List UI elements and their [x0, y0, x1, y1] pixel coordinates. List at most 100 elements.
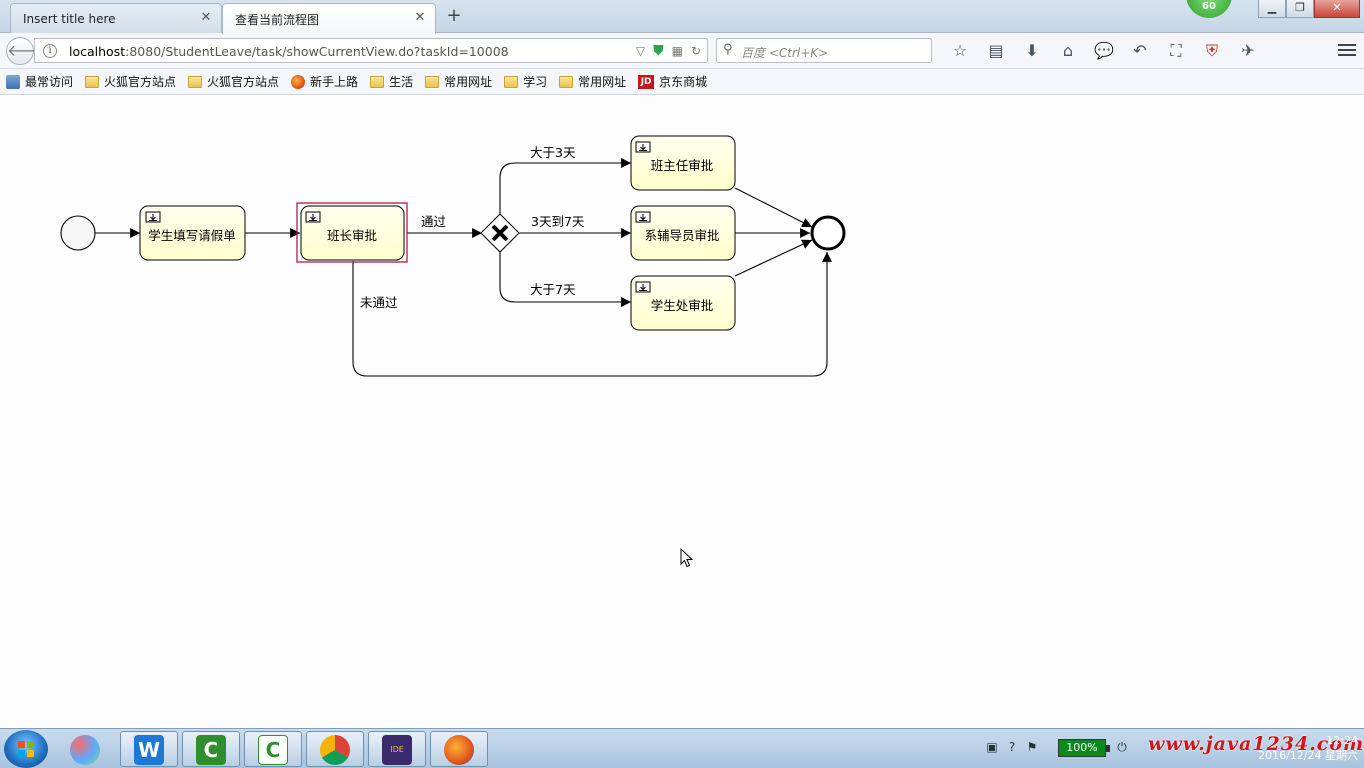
page-content: 学生填写请假单 班长审批 班主任审批 系辅导员审批 学生处审批 通过 未通过: [0, 96, 1364, 728]
process-diagram: 学生填写请假单 班长审批 班主任审批 系辅导员审批 学生处审批 通过 未通过: [60, 135, 846, 377]
windows-logo-icon: [18, 741, 34, 757]
taskbar-app-wps[interactable]: W: [120, 731, 178, 767]
url-text[interactable]: localhost:8080/StudentLeave/task/showCur…: [69, 44, 509, 59]
taskbar: W C C IDE ▣ ? ⚑ 100% ⏻ www.java1234.com …: [0, 728, 1364, 768]
task-label: 班长审批: [327, 228, 377, 243]
download-icon[interactable]: ⬇: [1025, 41, 1039, 60]
tab-strip: Insert title here ✕ 查看当前流程图 ✕ + 60 ▁ ❐ ✕: [0, 0, 1364, 34]
nav-bar: 🡐 i localhost:8080/StudentLeave/task/sho…: [0, 33, 1364, 69]
new-tab-button[interactable]: +: [446, 5, 462, 26]
menu-button[interactable]: [1338, 41, 1356, 59]
task-label: 学生处审批: [651, 298, 714, 313]
mouse-cursor-icon: [680, 548, 694, 568]
app-icon: C: [196, 735, 226, 765]
bookmark-item[interactable]: 常用网址: [559, 73, 626, 90]
screen-icon[interactable]: ▣: [986, 740, 998, 754]
taskbar-app-paint[interactable]: [56, 731, 114, 767]
flow-gt3: [499, 158, 631, 215]
bookmark-item[interactable]: 学习: [504, 73, 547, 90]
task-label: 系辅导员审批: [644, 228, 719, 243]
close-window-button[interactable]: ✕: [1314, 0, 1360, 18]
app-icon: IDE: [382, 735, 412, 765]
shield-icon[interactable]: ⛊: [653, 43, 664, 59]
tab-insert-title[interactable]: Insert title here ✕: [10, 3, 222, 33]
folder-icon: [85, 75, 100, 88]
exclusive-gateway: [480, 213, 520, 253]
tab-title: Insert title here: [23, 11, 116, 26]
window-controls: ▁ ❐ ✕: [1258, 0, 1360, 18]
dropdown-icon[interactable]: ▽: [635, 44, 646, 58]
app-icon: [70, 735, 100, 765]
bookmark-item[interactable]: 生活: [370, 73, 413, 90]
tab-current-diagram[interactable]: 查看当前流程图 ✕: [222, 3, 436, 34]
flow-labels: 通过 未通过 大于3天 3天到7天 大于7天: [360, 145, 585, 310]
task-student-office-approval[interactable]: 学生处审批: [630, 275, 736, 331]
task-icon: [635, 281, 651, 293]
task-counselor-approval[interactable]: 系辅导员审批: [630, 205, 736, 261]
clock[interactable]: 12:24 2016/12/24 星期六: [1258, 733, 1358, 763]
reading-list-icon[interactable]: ▤: [988, 41, 1004, 60]
search-input[interactable]: 百度 <Ctrl+K>: [741, 46, 829, 60]
bookmarks-bar: 最常访问 火狐官方站点 火狐官方站点 新手上路 生活 常用网址 学习 常用网址 …: [0, 69, 1364, 95]
flag-icon[interactable]: ⚑: [1026, 740, 1038, 754]
toolbar: ☆ ▤ ⬇ ⌂ 💬 ↶ ⛶ ⛨ ✈: [942, 40, 1266, 62]
flow-label-not-pass: 未通过: [360, 295, 398, 310]
maximize-button[interactable]: ❐: [1286, 0, 1314, 18]
bookmark-item[interactable]: 火狐官方站点: [85, 73, 176, 90]
undo-icon[interactable]: ↶: [1133, 41, 1147, 60]
battery-indicator[interactable]: 100%: [1058, 739, 1110, 757]
taskbar-app-chrome[interactable]: [306, 731, 364, 767]
minimize-button[interactable]: ▁: [1258, 0, 1286, 18]
ublock-icon[interactable]: ⛨: [1205, 41, 1218, 60]
task-label: 班主任审批: [651, 158, 714, 173]
bookmark-item[interactable]: 最常访问: [6, 73, 73, 90]
x-icon: [491, 224, 509, 242]
task-monitor-approval[interactable]: 班长审批: [296, 202, 408, 263]
search-bar[interactable]: ⚲ 百度 <Ctrl+K>: [716, 38, 932, 63]
watermark-text: www.java1234.com: [1148, 733, 1364, 755]
info-icon[interactable]: i: [43, 44, 57, 58]
url-bar-icons: ▽ ⛊ ▦ ↻: [636, 42, 701, 60]
jd-icon: JD: [638, 74, 655, 89]
start-button[interactable]: [4, 730, 48, 768]
star-icon[interactable]: ☆: [952, 41, 968, 60]
clock-time: 12:24: [1326, 734, 1358, 747]
close-icon[interactable]: ✕: [200, 10, 212, 25]
chat-icon[interactable]: 💬: [1094, 41, 1114, 60]
home-icon[interactable]: ⌂: [1062, 41, 1074, 60]
reload-icon[interactable]: ↻: [690, 44, 701, 58]
taskbar-app-firefox[interactable]: [430, 731, 488, 767]
crop-icon[interactable]: ⛶: [1170, 41, 1182, 60]
task-icon: [145, 211, 161, 223]
back-button[interactable]: 🡐: [6, 37, 50, 65]
flow-label-gt7: 大于7天: [530, 282, 576, 297]
app-icon: W: [134, 735, 164, 765]
folder-icon: [370, 75, 385, 88]
app-icon: [320, 735, 350, 765]
bookmark-star-icon: [6, 74, 20, 89]
folder-icon: [504, 75, 519, 88]
app-icon: C: [258, 735, 288, 765]
taskbar-app-camtasia[interactable]: C: [182, 731, 240, 767]
task-headteacher-approval[interactable]: 班主任审批: [630, 135, 736, 191]
extension-icon[interactable]: ✈: [1241, 41, 1255, 60]
flow-label-3to7: 3天到7天: [531, 214, 585, 229]
qrcode-icon[interactable]: ▦: [671, 44, 683, 58]
folder-icon: [188, 75, 203, 88]
bookmark-item[interactable]: 新手上路: [291, 73, 358, 90]
power-plug-icon[interactable]: ⏻: [1117, 740, 1127, 754]
taskbar-app-eclipse[interactable]: IDE: [368, 731, 426, 767]
url-bar[interactable]: i localhost:8080/StudentLeave/task/showC…: [34, 38, 708, 63]
close-icon[interactable]: ✕: [414, 10, 426, 25]
task-icon: [635, 141, 651, 153]
help-icon[interactable]: ?: [1008, 740, 1016, 754]
task-fill-request[interactable]: 学生填写请假单: [139, 205, 246, 261]
bookmark-item[interactable]: 火狐官方站点: [188, 73, 279, 90]
sequence-flows: [95, 158, 832, 377]
search-icon: ⚲: [723, 42, 733, 57]
taskbar-app-camtasia-recorder[interactable]: C: [244, 731, 302, 767]
bookmark-item[interactable]: 常用网址: [425, 73, 492, 90]
task-icon: [305, 211, 321, 223]
flow-not-pass: [352, 251, 832, 377]
